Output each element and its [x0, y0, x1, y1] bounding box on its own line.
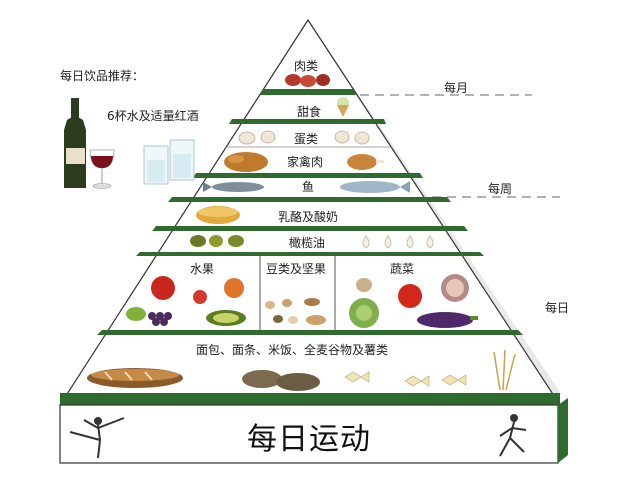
fruit-icon [126, 276, 246, 326]
level-label-sweets: 甜食 [297, 105, 322, 119]
fish-right-icon [340, 181, 410, 193]
roast-chicken-icon [224, 152, 268, 172]
bread-icon [87, 368, 183, 388]
meat-icon [285, 74, 330, 87]
drinks-title: 每日饮品推荐： [60, 69, 145, 83]
green-bands [60, 89, 560, 405]
level-label-fish: 鱼 [302, 180, 315, 194]
yoga-figure-icon [69, 417, 125, 459]
level-label-fruit: 水果 [190, 262, 215, 276]
drumstick-icon [347, 154, 384, 170]
level-label-poultry: 家禽肉 [287, 155, 324, 169]
level-label-cheese-yogurt: 乳酪及酸奶 [278, 210, 339, 224]
exercise-box [59, 404, 559, 464]
cheese-icon [196, 206, 240, 224]
frequency-weekly: 每周 [488, 182, 513, 196]
runner-figure-icon [499, 414, 527, 457]
ice-cream-icon [337, 97, 349, 117]
exercise-box-side [558, 398, 568, 463]
level-label-vegetables: 蔬菜 [390, 262, 415, 276]
frequency-monthly: 每月 [444, 81, 469, 95]
water-glasses-icon [143, 139, 195, 185]
pasta-icon [344, 371, 467, 387]
wine-bottle-icon [64, 98, 86, 188]
eggs-icon [238, 130, 370, 145]
beans-nuts-icon [265, 298, 326, 325]
level-label-olive-oil: 橄榄油 [289, 236, 326, 250]
vegetables-icon [349, 274, 478, 328]
level-label-grains: 面包、面条、米饭、全麦谷物及薯类 [196, 343, 389, 357]
daily-exercise-label: 每日运动 [247, 422, 371, 457]
level-label-meat: 肉类 [294, 59, 319, 73]
drinks-recommendation: 6杯水及适量红酒 [107, 109, 199, 123]
wheat-icon [493, 349, 516, 391]
potatoes-icon [242, 370, 320, 391]
frequency-daily: 每日 [545, 301, 570, 315]
wine-glass-icon [89, 149, 115, 189]
level-label-beans-nuts: 豆类及坚果 [266, 262, 327, 276]
level-label-eggs: 蛋类 [294, 132, 319, 146]
olives-icon [190, 235, 244, 247]
garlic-icon [362, 235, 434, 249]
fish-left-icon [203, 182, 264, 192]
